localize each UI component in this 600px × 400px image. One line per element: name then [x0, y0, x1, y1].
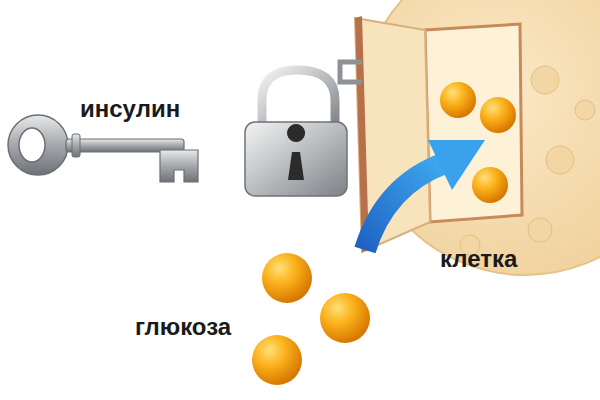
door-opening: [425, 24, 522, 222]
padlock-body: [245, 122, 347, 196]
cell-label: клетка: [440, 246, 517, 272]
uptake-arrow: [365, 140, 485, 250]
substance-label: инсулин: [80, 96, 180, 122]
door-hasp: [340, 62, 362, 82]
glucose-balls: [252, 253, 370, 385]
padlock-shackle: [262, 70, 335, 128]
key: [8, 115, 198, 182]
substance-label: глюкоза: [135, 314, 231, 340]
keyhole: [287, 124, 305, 180]
